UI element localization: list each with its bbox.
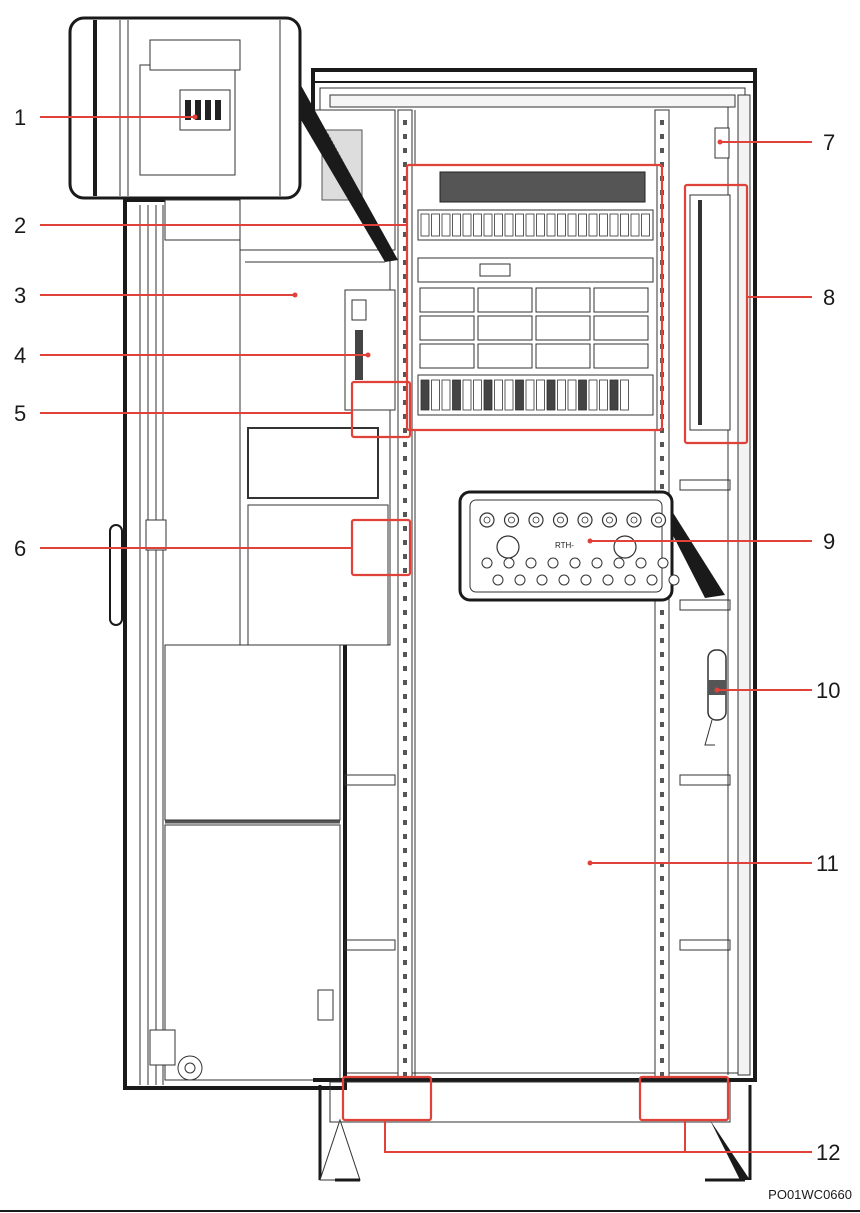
figure-code: PO01WC0660	[768, 1187, 852, 1202]
callout-leaders	[40, 114, 812, 1153]
callout-1: 1	[14, 105, 26, 130]
box-ground-bar	[683, 183, 749, 445]
inset-label: RTH-	[555, 541, 574, 550]
box-foot-right	[638, 1075, 730, 1122]
box-component-5	[350, 380, 412, 439]
callout-2: 2	[14, 213, 26, 238]
smoke-sensor	[704, 649, 727, 746]
callout-3: 3	[14, 283, 26, 308]
power-system-subrack	[411, 164, 658, 431]
cable-hole-plate-inset: RTH-	[458, 490, 725, 602]
box-power-system	[405, 163, 664, 432]
leader-12	[384, 1120, 812, 1153]
callout-6: 6	[14, 536, 26, 561]
callout-7: 7	[823, 130, 835, 155]
callout-9: 9	[823, 529, 835, 554]
spd-detail-inset	[68, 16, 398, 262]
callout-4: 4	[14, 343, 26, 368]
callout-12: 12	[816, 1140, 840, 1165]
ground-bar	[689, 194, 731, 431]
callout-8: 8	[823, 285, 835, 310]
box-foot-left	[341, 1075, 433, 1122]
callout-numbers: 1 2 3 4 5 6 7 8 9 10 11 12	[14, 105, 840, 1165]
callout-10: 10	[816, 678, 840, 703]
cabinet-base	[313, 1078, 755, 1182]
callout-5: 5	[14, 401, 26, 426]
callout-11: 11	[816, 851, 839, 876]
